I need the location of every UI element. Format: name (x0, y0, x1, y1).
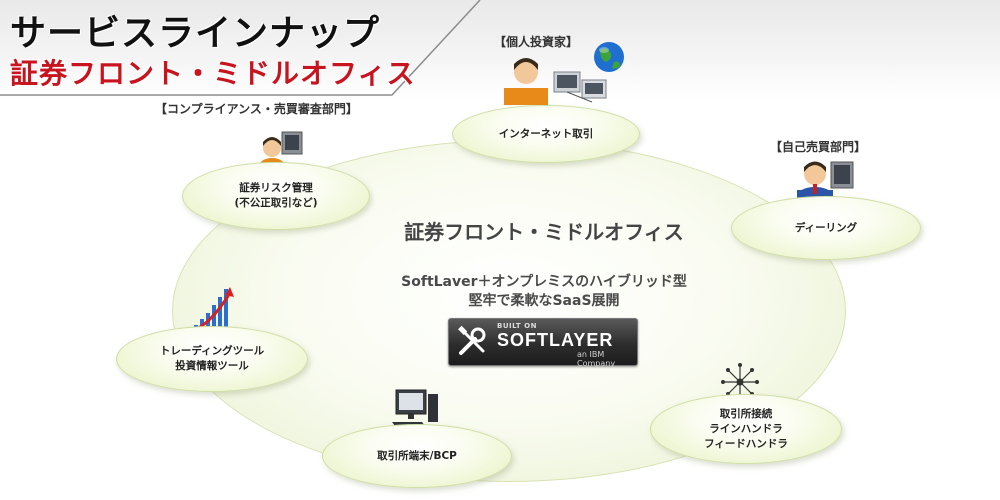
tools-icon (458, 325, 486, 355)
node-exchange-connection: 取引所接続 ラインハンドラ フィードハンドラ (650, 394, 842, 464)
badge-name: SOFTLAYER (497, 330, 614, 350)
dealer-person-icon (797, 161, 854, 202)
node-label: 取引所端末/BCP (377, 449, 457, 462)
node-internet-trading: インターネット取引 (452, 105, 640, 163)
node-label: 投資情報ツール (175, 360, 249, 372)
computer-network-icon (553, 71, 607, 103)
page-title: サービスラインナップ (10, 13, 381, 54)
category-dealing: 【自己売買部門】 (770, 140, 867, 154)
globe-icon (594, 42, 624, 72)
header-background (0, 0, 1000, 100)
header-divider-graphic (0, 0, 481, 96)
compliance-person-icon (259, 131, 303, 170)
center-description-line1: SoftLaver＋オンプレミスのハイブリッド型 (401, 274, 687, 290)
node-label: 証券リスク管理 (239, 182, 313, 194)
category-individual-investor: 【個人投資家】 (494, 35, 579, 49)
node-exchange-terminal: 取引所端末/BCP (322, 424, 512, 488)
node-trading-tools: トレーディングツール 投資情報ツール (116, 326, 308, 392)
center-description-line2: 堅牢で柔軟なSaaS展開 (468, 293, 620, 309)
center-title: 証券フロント・ミドルオフィス (404, 220, 684, 244)
node-label: インターネット取引 (498, 127, 594, 140)
badge-company: an IBM Company (577, 350, 616, 368)
badge-built-on: BUILT ON (497, 322, 537, 330)
page-subtitle: 証券フロント・ミドルオフィス (10, 57, 416, 90)
node-label: (不公正取引など) (234, 197, 318, 209)
node-label: フィードハンドラ (704, 437, 788, 450)
node-label: ラインハンドラ (709, 422, 783, 435)
node-label: トレーディングツール (159, 345, 265, 357)
softlayer-badge: BUILT ON SOFTLAYER an IBM Company (448, 318, 638, 368)
category-compliance: 【コンプライアンス・売買審査部門】 (155, 102, 358, 116)
node-label: ディーリング (794, 221, 858, 234)
person-icon (504, 58, 548, 105)
node-label: 取引所接続 (719, 407, 773, 420)
node-dealing: ディーリング (731, 196, 921, 260)
node-risk-management: 証券リスク管理 (不公正取引など) (182, 162, 370, 230)
